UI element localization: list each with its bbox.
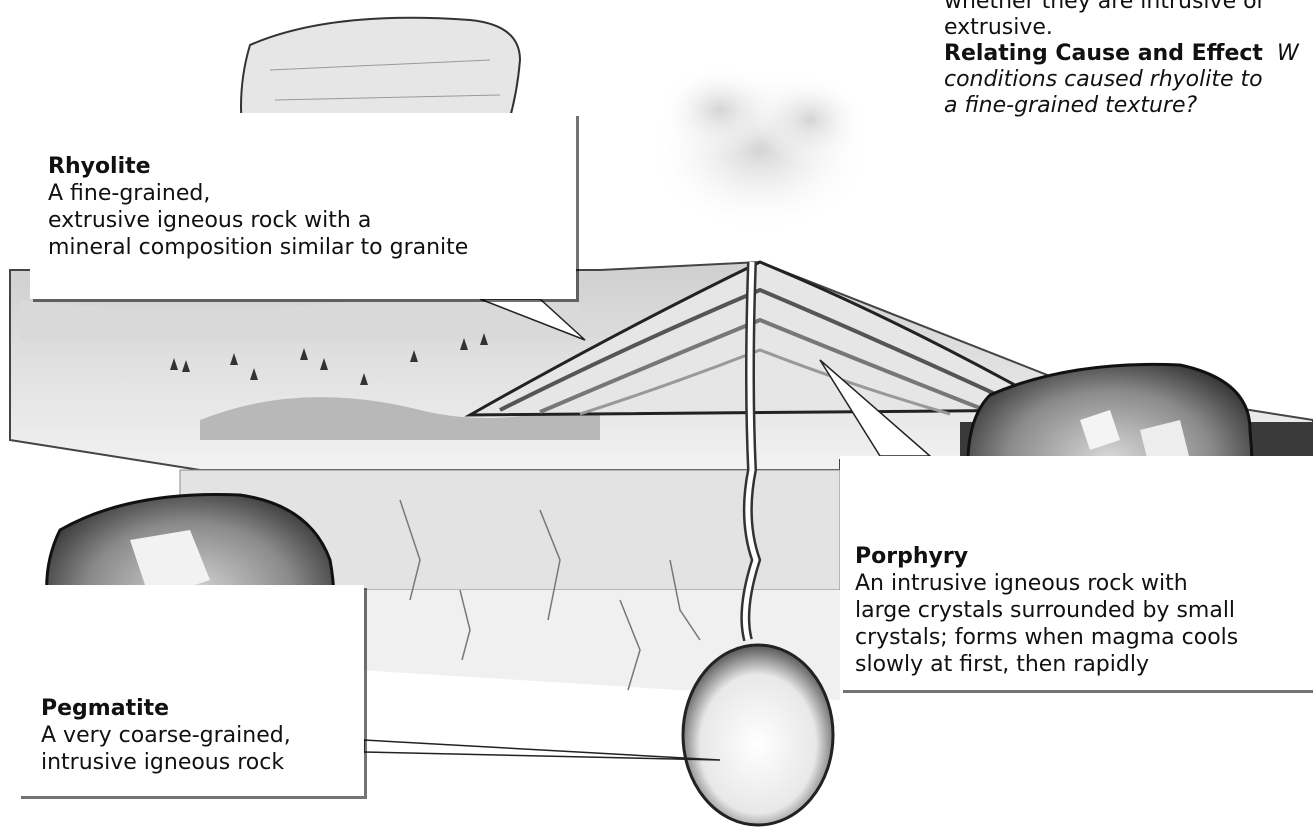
- porphyry-title: Porphyry: [855, 543, 1313, 570]
- pegmatite-desc-line-1: A very coarse-grained,: [41, 722, 364, 749]
- question-line-5: a fine-grained texture?: [944, 93, 1313, 119]
- pegmatite-title: Pegmatite: [41, 695, 364, 722]
- rhyolite-desc-line-1: A fine-grained,: [48, 180, 576, 207]
- pegmatite-callout: Pegmatite A very coarse-grained, intrusi…: [18, 585, 364, 796]
- porphyry-desc-line-1: An intrusive igneous rock with: [855, 570, 1313, 597]
- magma-chamber: [683, 645, 833, 825]
- question-line-1: whether they are intrusive or: [944, 0, 1313, 15]
- rhyolite-desc-line-3: mineral composition similar to granite: [48, 234, 576, 261]
- rhyolite-desc-line-2: extrusive igneous rock with a: [48, 207, 576, 234]
- question-line-3: Relating Cause and Effect W: [944, 41, 1313, 67]
- rhyolite-callout: Rhyolite A fine-grained, extrusive igneo…: [30, 113, 576, 299]
- porphyry-desc-line-4: slowly at first, then rapidly: [855, 651, 1313, 678]
- pegmatite-desc-line-2: intrusive igneous rock: [41, 749, 364, 776]
- question-line-4: conditions caused rhyolite to: [944, 67, 1313, 93]
- porphyry-desc-line-3: crystals; forms when magma cools: [855, 624, 1313, 651]
- review-question-text: whether they are intrusive or extrusive.…: [944, 0, 1313, 119]
- question-start: W: [1277, 41, 1299, 66]
- skill-label: Relating Cause and Effect: [944, 41, 1263, 66]
- porphyry-callout: Porphyry An intrusive igneous rock with …: [840, 456, 1313, 690]
- rhyolite-title: Rhyolite: [48, 153, 576, 180]
- magma-conduit: [745, 262, 756, 640]
- question-line-2: extrusive.: [944, 15, 1313, 41]
- porphyry-desc-line-2: large crystals surrounded by small: [855, 597, 1313, 624]
- ash-plume: [645, 65, 875, 235]
